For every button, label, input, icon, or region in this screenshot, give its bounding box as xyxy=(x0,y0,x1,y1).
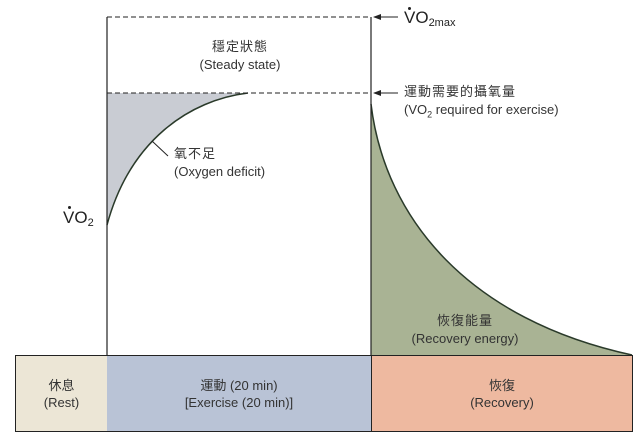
phase-rest: 休息 (Rest) xyxy=(15,355,108,432)
vo2max-label: VO2max xyxy=(404,8,456,29)
steady-state-label: 穩定狀態 (Steady state) xyxy=(199,40,281,72)
oxygen-deficit-label: 氧不足 (Oxygen deficit) xyxy=(174,147,266,179)
required-arrow-icon xyxy=(373,90,381,96)
phase-recovery: 恢復 (Recovery) xyxy=(371,355,633,432)
oxygen-deficit-area xyxy=(107,93,248,225)
recovery-energy-area xyxy=(371,104,632,355)
y-axis-label: VO2 xyxy=(63,208,94,229)
oxygen-deficit-leader xyxy=(151,140,169,157)
phase-exercise: 運動 (20 min) [Exercise (20 min)] xyxy=(107,355,372,432)
vo2max-dot xyxy=(408,7,411,10)
vo2max-arrow-icon xyxy=(373,14,381,20)
oxygen-uptake-curve xyxy=(106,92,249,226)
y-axis-dot xyxy=(68,206,71,209)
recovery-energy-label: 恢復能量 (Recovery energy) xyxy=(411,314,519,346)
vo2-required-label: 運動需要的攝氧量 (VO2 required for exercise) xyxy=(404,85,559,120)
recovery-curve xyxy=(370,103,633,356)
